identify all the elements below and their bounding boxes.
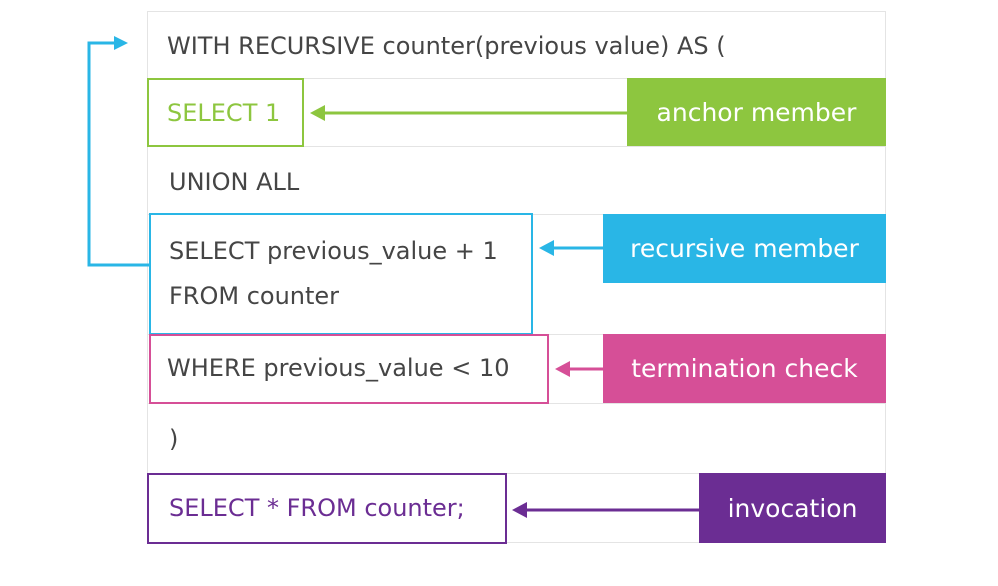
invocation-box xyxy=(147,473,507,544)
row-divider xyxy=(147,78,886,79)
recursive-member-box xyxy=(149,213,533,335)
recursion-loop-arrowhead xyxy=(114,36,128,50)
anchor-member-box xyxy=(147,78,304,147)
termination-check-box xyxy=(149,334,549,404)
termination-check-label: termination check xyxy=(603,334,886,403)
row-divider xyxy=(147,473,886,474)
anchor-select-line: SELECT 1 xyxy=(167,99,281,127)
recursive-from-line: FROM counter xyxy=(169,282,340,310)
termination-arrowhead xyxy=(555,361,570,377)
recursion-loop-arrow xyxy=(87,41,149,267)
termination-where-line: WHERE previous_value < 10 xyxy=(167,354,510,382)
invocation-select-line: SELECT * FROM counter; xyxy=(169,494,465,522)
recursive-select-line: SELECT previous_value + 1 xyxy=(169,237,498,265)
with-clause-line: WITH RECURSIVE counter(previous value) A… xyxy=(167,32,726,60)
anchor-member-label: anchor member xyxy=(627,78,886,146)
union-all-line: UNION ALL xyxy=(169,168,300,196)
invocation-arrowhead xyxy=(512,502,527,518)
recursive-member-label: recursive member xyxy=(603,214,886,283)
closing-paren-line: ) xyxy=(169,425,179,453)
anchor-arrowhead xyxy=(310,105,325,121)
invocation-label: invocation xyxy=(699,473,886,543)
row-divider xyxy=(147,146,886,147)
recursive-arrowhead xyxy=(539,240,554,256)
